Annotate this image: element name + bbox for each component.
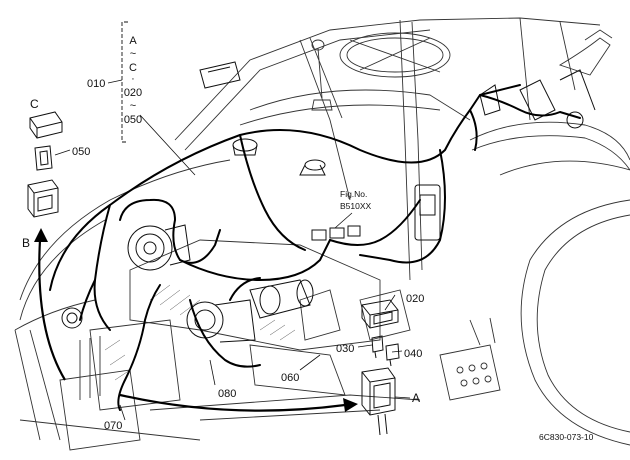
label-b: B: [22, 236, 30, 250]
ref-col-tilde-2: ~: [130, 100, 136, 112]
ref-col-050: 050: [124, 114, 142, 126]
part-040-terminal: [385, 343, 400, 367]
ref-column-010: A ~ C · 020 ~ 050: [124, 35, 142, 126]
fig-number-value: B510XX: [340, 201, 372, 211]
part-050-connector: [34, 145, 53, 171]
label-010: 010: [87, 78, 105, 90]
arrow-to-b: [38, 239, 66, 381]
main-wiring-harness: [49, 84, 581, 411]
relay-cluster: [311, 225, 361, 241]
ref-col-a: A: [129, 35, 137, 47]
label-040: 040: [404, 348, 422, 360]
ref-col-020: 020: [124, 87, 142, 99]
leader-lines: [54, 79, 411, 421]
part-c-relay: [29, 111, 63, 139]
ref-col-tilde-1: ~: [130, 48, 136, 60]
label-020: 020: [406, 293, 424, 305]
part-030-terminal: [371, 335, 384, 359]
ref-col-dot: ·: [131, 73, 135, 85]
part-b-relay-socket: [27, 179, 59, 218]
right-cab-controls: [479, 69, 596, 129]
engine-hatching: [104, 284, 296, 381]
drawing-code: 6C830-073-10: [539, 432, 594, 442]
arrow-head-b: [34, 228, 48, 242]
arrow-to-a: [119, 393, 346, 412]
float-sensor: [299, 159, 326, 176]
side-control-box: [414, 184, 441, 241]
left-bracket: [199, 61, 241, 89]
label-c: C: [30, 97, 39, 111]
starter-motor: [249, 279, 314, 319]
ref-col-c: C: [129, 62, 137, 74]
label-050: 050: [72, 146, 90, 158]
part-020-housing: [361, 299, 399, 329]
label-060: 060: [281, 372, 299, 384]
arrow-head-a: [343, 398, 358, 412]
label-030: 030: [336, 343, 354, 355]
part-a-connector-assembly: [361, 367, 396, 436]
crank-pulley: [61, 307, 83, 329]
label-a: A: [412, 391, 420, 405]
group-bracket-010: [121, 21, 128, 143]
fig-number-label: Fig.No.: [340, 189, 367, 199]
ac-compressor: [127, 224, 191, 271]
tractor-body-outline: [14, 17, 630, 451]
label-080: 080: [218, 388, 236, 400]
label-070: 070: [104, 420, 122, 432]
